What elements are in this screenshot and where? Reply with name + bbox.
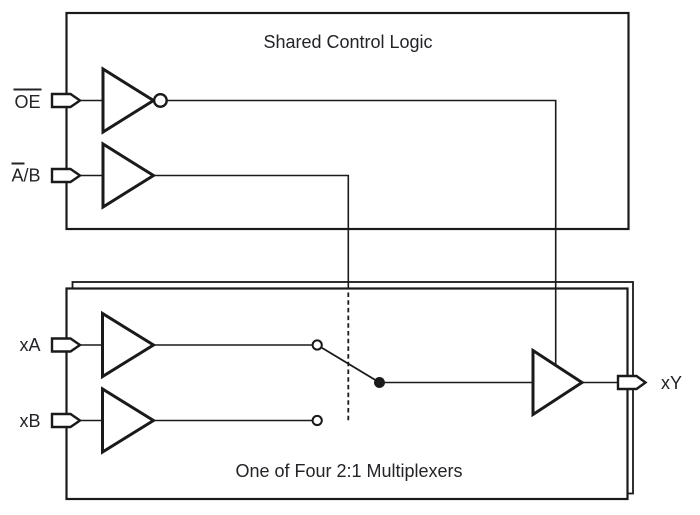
oe-label: OE bbox=[14, 92, 40, 112]
xa-label: xA bbox=[19, 335, 40, 355]
oe-control-wire bbox=[166, 99, 557, 364]
ab-label: A/B bbox=[11, 166, 40, 186]
xa-input-pin bbox=[50, 337, 83, 353]
shared-control-logic-title: Shared Control Logic bbox=[263, 32, 432, 52]
switch-blade bbox=[320, 346, 380, 384]
xa-switch-contact bbox=[311, 339, 323, 351]
xb-input-pin bbox=[50, 412, 83, 429]
mux-title: One of Four 2:1 Multiplexers bbox=[235, 461, 462, 481]
xa-buffer bbox=[101, 310, 157, 380]
oe-inverter-bubble bbox=[152, 92, 168, 108]
xy-label: xY bbox=[661, 373, 682, 393]
xy-output-pin bbox=[616, 374, 648, 391]
ab-select-wire bbox=[153, 174, 350, 290]
oe-input-pin bbox=[50, 92, 83, 109]
ab-buffer bbox=[101, 141, 157, 210]
xb-buffer bbox=[101, 386, 157, 455]
oe-inverter bbox=[101, 66, 157, 135]
ab-input-pin bbox=[50, 167, 83, 184]
xb-switch-contact bbox=[311, 414, 323, 427]
xb-label: xB bbox=[19, 411, 40, 431]
output-buffer bbox=[531, 347, 585, 418]
